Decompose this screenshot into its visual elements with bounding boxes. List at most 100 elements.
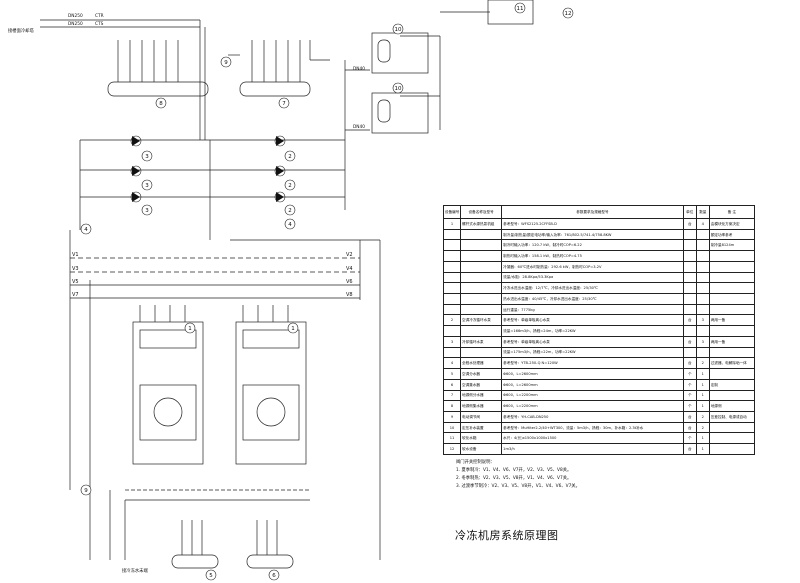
table-cell-name: 软水设备 bbox=[460, 443, 503, 455]
callout-10a: 10 bbox=[395, 27, 402, 33]
table-cell-qty: 1 bbox=[695, 378, 710, 391]
table-cell-spec: Φ600，L=2200mm bbox=[501, 389, 684, 402]
table-cell-note bbox=[708, 432, 756, 445]
label-chilled-water-end: 接冷冻水末端 bbox=[122, 567, 148, 574]
table-cell-qty bbox=[695, 228, 710, 241]
table-cell-name: 螺杆式水源热泵机组 bbox=[460, 218, 503, 230]
table-cell-unit: 个 bbox=[682, 378, 697, 391]
table-cell-no bbox=[442, 239, 462, 252]
table-cell-no: 12 bbox=[442, 443, 462, 455]
table-cell-spec: 参考型号：MuHiter2-2/40+WT300，流量：5m3/h，扬程：30m… bbox=[501, 421, 684, 434]
table-cell-unit: 个 bbox=[682, 389, 697, 402]
table-cell-unit: 台 bbox=[682, 410, 697, 423]
notes-line-2: 2. 冬季制热：V2、V3、V5、V8开，V1、V4、V6、V7关。 bbox=[456, 476, 572, 481]
table-cell-note bbox=[708, 271, 756, 284]
header-note: 备 注 bbox=[708, 205, 756, 219]
table-cell-qty: 1 bbox=[695, 389, 710, 402]
table-cell-unit bbox=[682, 271, 697, 284]
label-ctr: CTR bbox=[95, 13, 104, 19]
table-cell-name: 冷却循环水泵 bbox=[460, 335, 503, 348]
label-dn40-b: DN40 bbox=[353, 124, 365, 130]
v6-label: V6 bbox=[346, 279, 353, 285]
table-cell-note bbox=[708, 260, 756, 273]
table-cell-spec: 制冷量/制热量/额定电功率/输入功率：761/802.5/741.4/758.8… bbox=[501, 228, 684, 241]
table-cell-unit bbox=[682, 260, 697, 273]
table-cell-note: 定制 bbox=[708, 378, 756, 391]
table-cell-name: 全程水处理器 bbox=[460, 357, 503, 370]
table-cell-name: 电动调节阀 bbox=[460, 410, 503, 423]
header-unit: 单位 bbox=[682, 205, 697, 219]
table-cell-no: 4 bbox=[442, 357, 462, 370]
table-cell-qty: 2 bbox=[695, 410, 710, 423]
table-cell-unit bbox=[682, 293, 697, 305]
table-cell-name: 空调集水器 bbox=[460, 378, 503, 391]
table-cell-note bbox=[708, 368, 756, 380]
table-header-row: 设备编号 设备名称及型号 参数要求及规格型号 单位 数量 备 注 bbox=[442, 205, 756, 219]
callout-7: 7 bbox=[282, 101, 286, 107]
table-cell-no: 5 bbox=[442, 368, 462, 380]
table-cell-note: 两用一备 bbox=[708, 314, 756, 327]
callout-3a: 3 bbox=[145, 154, 149, 160]
callout-9-bottom: 9 bbox=[84, 488, 88, 494]
table-cell-no: 8 bbox=[442, 400, 462, 412]
table-cell-name: 地源侧集水器 bbox=[460, 400, 503, 412]
table-cell-no: 10 bbox=[442, 421, 462, 434]
callout-2a: 2 bbox=[288, 154, 292, 160]
table-cell-note bbox=[708, 303, 756, 316]
table-cell-spec: 参考型号：单级单吸离心水泵 bbox=[501, 314, 684, 327]
notes-line-1: 1. 夏季制冷：V1、V4、V6、V7开，V2、V3、V5、V8关。 bbox=[456, 468, 572, 473]
table-cell-no bbox=[442, 271, 462, 284]
table-cell-unit: 个 bbox=[682, 400, 697, 412]
table-cell-note bbox=[708, 346, 756, 359]
table-cell-qty: 2 bbox=[695, 421, 710, 434]
callout-2c: 2 bbox=[288, 208, 292, 214]
table-cell-no bbox=[442, 282, 462, 295]
table-cell-name bbox=[460, 325, 503, 337]
table-cell-note: 额定功率参考 bbox=[708, 228, 756, 241]
table-cell-name: 空调冷冻循环水泵 bbox=[460, 314, 503, 327]
table-cell-no: 7 bbox=[442, 389, 462, 402]
table-row: 冷冻水进出水温度：12/7℃，冷却水进出水温度：25/30℃ bbox=[442, 282, 756, 295]
table-cell-note bbox=[708, 389, 756, 402]
callout-9-top: 9 bbox=[224, 60, 228, 66]
table-cell-no bbox=[442, 303, 462, 316]
table-cell-qty: 3 bbox=[695, 314, 710, 327]
table-cell-qty bbox=[695, 293, 710, 305]
table-cell-name: 空调分水器 bbox=[460, 368, 503, 380]
table-cell-unit: 台 bbox=[682, 421, 697, 434]
table-cell-spec: 参考型号：YH-CAB-DN250 bbox=[501, 410, 684, 423]
table-cell-qty bbox=[695, 250, 710, 262]
table-cell-name bbox=[460, 250, 503, 262]
table-cell-no bbox=[442, 250, 462, 262]
table-cell-spec: 参考型号：YTB-250-Q N=120W bbox=[501, 357, 684, 370]
v4-label: V4 bbox=[346, 266, 353, 272]
table-row: 流量=175m3/h，扬程=22m，功率=22KW bbox=[442, 346, 756, 359]
table-cell-name bbox=[460, 239, 503, 252]
label-dn250-b: DN250 bbox=[68, 21, 83, 27]
table-cell-no: 9 bbox=[442, 410, 462, 423]
table-row: 热水进出水温度：40/45℃，冷却水进出水温度：25/30℃ bbox=[442, 293, 756, 305]
table-cell-unit bbox=[682, 325, 697, 337]
table-cell-no: 3 bbox=[442, 335, 462, 348]
callout-3b: 3 bbox=[145, 183, 149, 189]
table-cell-qty: 1 bbox=[695, 432, 710, 445]
v3-label: V3 bbox=[72, 266, 79, 272]
notes-line-3: 3. 过渡季节制冷：V2、V3、V5、V8开，V1、V4、V6、V7关。 bbox=[456, 484, 580, 489]
callout-1-right: 1 bbox=[291, 326, 295, 332]
label-dn40-a: DN40 bbox=[353, 66, 365, 72]
table-cell-spec: 冷凝器：60℃进水时制热量：292.6 kW，制热时COP=3.2V bbox=[501, 260, 684, 273]
table-cell-name bbox=[460, 228, 503, 241]
callout-10b: 10 bbox=[395, 86, 402, 92]
callout-3c: 3 bbox=[145, 208, 149, 214]
table-row: 制冷量/制热量/额定电功率/输入功率：761/802.5/741.4/758.8… bbox=[442, 228, 756, 241]
table-cell-unit: 个 bbox=[682, 432, 697, 445]
table-cell-qty: 1 bbox=[695, 368, 710, 380]
callout-6: 6 bbox=[272, 573, 276, 579]
header-no: 设备编号 bbox=[442, 205, 462, 219]
table-cell-unit: 台 bbox=[682, 443, 697, 455]
table-cell-no bbox=[442, 293, 462, 305]
